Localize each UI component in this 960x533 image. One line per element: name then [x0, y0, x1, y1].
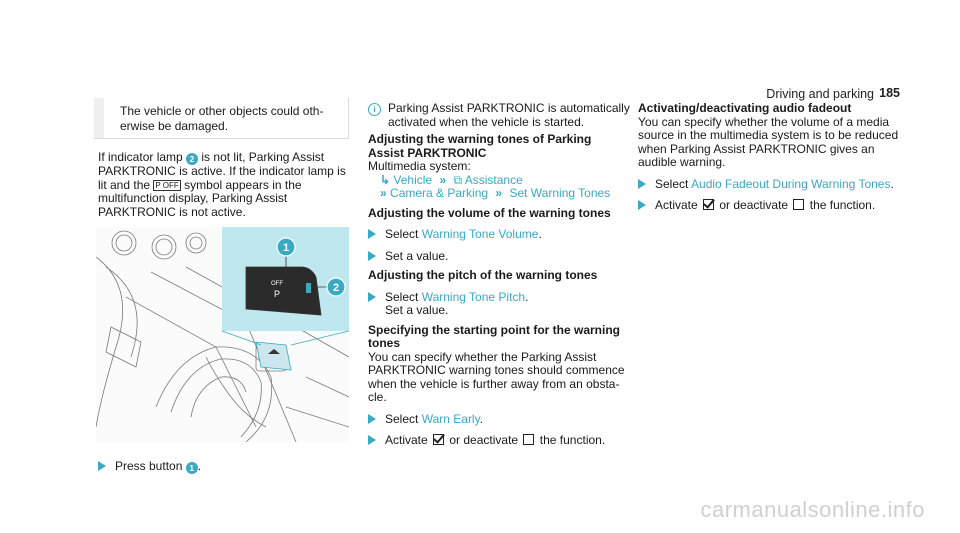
heading-volume: Adjusting the volume of the warning tone… — [368, 205, 611, 220]
warning-text: The vehicle or other objects could oth-e… — [120, 104, 324, 133]
info-text: Parking Assist PARKTRONIC is automatical… — [388, 101, 630, 129]
step-arrow-icon — [638, 178, 646, 189]
step-arrow-icon — [98, 461, 106, 471]
heading-adjust-tones: Adjusting the warning tones of Parking A… — [368, 132, 592, 160]
path-start-icon: ↳ — [380, 172, 391, 187]
activate-text: Activate — [385, 433, 428, 447]
info-icon: i — [368, 103, 381, 116]
path-arrow-icon: » — [380, 186, 387, 200]
step-arrow-icon — [368, 435, 376, 445]
step-arrow-icon — [368, 291, 376, 302]
info-note: i Parking Assist PARKTRONIC is automatic… — [368, 101, 630, 129]
parking-symbol-icon: P — [274, 289, 280, 299]
function-text: the function. — [539, 433, 606, 447]
empty-box-icon — [793, 199, 805, 210]
path-arrow-icon: » — [439, 172, 447, 187]
column-3: Activating/deactivating audio fadeout Yo… — [638, 101, 900, 213]
multimedia-label: Multimedia system: — [368, 159, 471, 173]
press-button-step: Press button 1. — [98, 459, 201, 474]
para-text-b: is not lit, Parking Assist PARKTRONIC is… — [98, 150, 346, 192]
path-arrow-icon: » — [495, 186, 503, 200]
column-2: i Parking Assist PARKTRONIC is automatic… — [368, 101, 630, 448]
select-text: Select — [385, 411, 419, 426]
callout-2-icon: 2 — [186, 153, 199, 165]
heading-start-point: Specifying the starting point for the wa… — [368, 322, 621, 350]
console-illustration: OFF P 1 2 — [96, 227, 349, 442]
section-title: Driving and parking — [766, 87, 874, 101]
audio-option: Audio Fadeout During Warning Tones — [691, 176, 891, 191]
path-camera: Camera & Parking — [390, 186, 489, 200]
callout-1-label: 1 — [283, 242, 289, 254]
checked-box-icon — [703, 199, 715, 210]
empty-box-icon — [523, 434, 535, 445]
step-text: Press button — [115, 459, 183, 473]
console-drawing: OFF P 1 2 — [96, 227, 349, 442]
select-text: Select — [385, 289, 419, 304]
heading-pitch: Adjusting the pitch of the warning tones — [368, 268, 598, 282]
select-text: Select — [385, 227, 419, 241]
select-text: Select — [655, 176, 689, 191]
path-tones: Set Warning Tones — [509, 186, 611, 200]
callout-1-icon: 1 — [185, 462, 198, 474]
callout-2-label: 2 — [333, 282, 339, 294]
volume-option: Warning Tone Volume — [421, 227, 539, 241]
para-text-c: symbol appears in the multifunction disp… — [98, 177, 302, 219]
indicator-paragraph: If indicator lamp 2 is not lit, Parking … — [98, 150, 356, 219]
warning-box-bar — [94, 98, 104, 138]
checked-box-icon — [433, 434, 445, 445]
callout-1-marker — [276, 237, 296, 257]
deactivate-text: or deactivate — [719, 198, 789, 212]
page-number: 185 — [879, 86, 900, 100]
function-text: the function. — [809, 198, 876, 212]
step-select-volume: Select Warning Tone Volume. — [368, 227, 630, 242]
heading-audio-fadeout: Activating/deactivating audio fadeout — [638, 101, 852, 115]
step-arrow-icon — [368, 413, 376, 424]
step-arrow-icon — [638, 200, 646, 210]
path-vehicle: Vehicle — [393, 172, 433, 187]
step-arrow-icon — [368, 250, 376, 261]
path-assistance: Assistance — [464, 172, 523, 187]
start-point-text: You can specify whether the Parking Assi… — [368, 349, 625, 404]
watermark: carmanualsonline.info — [700, 497, 925, 522]
step-period: . — [197, 459, 202, 473]
pitch-option: Warning Tone Pitch — [421, 289, 526, 304]
step-activate: Activate or deactivate the function. — [368, 433, 630, 448]
car-icon: ⧉ — [453, 172, 463, 187]
step-arrow-icon — [368, 229, 376, 239]
menu-path-line2: » Camera & Parking » Set Warning Tones — [368, 186, 630, 201]
step-activate-audio: Activate or deactivate the function. — [638, 198, 900, 213]
parktronic-off-icon: P OFF — [153, 179, 181, 191]
deactivate-text: or deactivate — [449, 433, 519, 447]
step-select-audio: Select Audio Fadeout During Warning Tone… — [638, 176, 900, 192]
callout-2-marker — [326, 277, 346, 297]
para-text-a: If indicator lamp — [98, 150, 183, 164]
activate-text: Activate — [655, 198, 698, 212]
pitch-set-value: Set a value. — [385, 303, 449, 317]
step-select-early: Select Warn Early. — [368, 411, 630, 427]
audio-fadeout-text: You can specify whether the volume of a … — [638, 114, 899, 169]
warning-box — [94, 98, 349, 139]
set-value-text: Set a value. — [385, 248, 449, 263]
step-set-value: Set a value. — [368, 248, 630, 264]
menu-path-line1: ↳ Vehicle » ⧉ Assistance — [368, 172, 630, 188]
early-option: Warn Early — [421, 411, 480, 426]
off-label: OFF — [271, 281, 283, 287]
step-select-pitch: Select Warning Tone Pitch. — [368, 289, 630, 305]
